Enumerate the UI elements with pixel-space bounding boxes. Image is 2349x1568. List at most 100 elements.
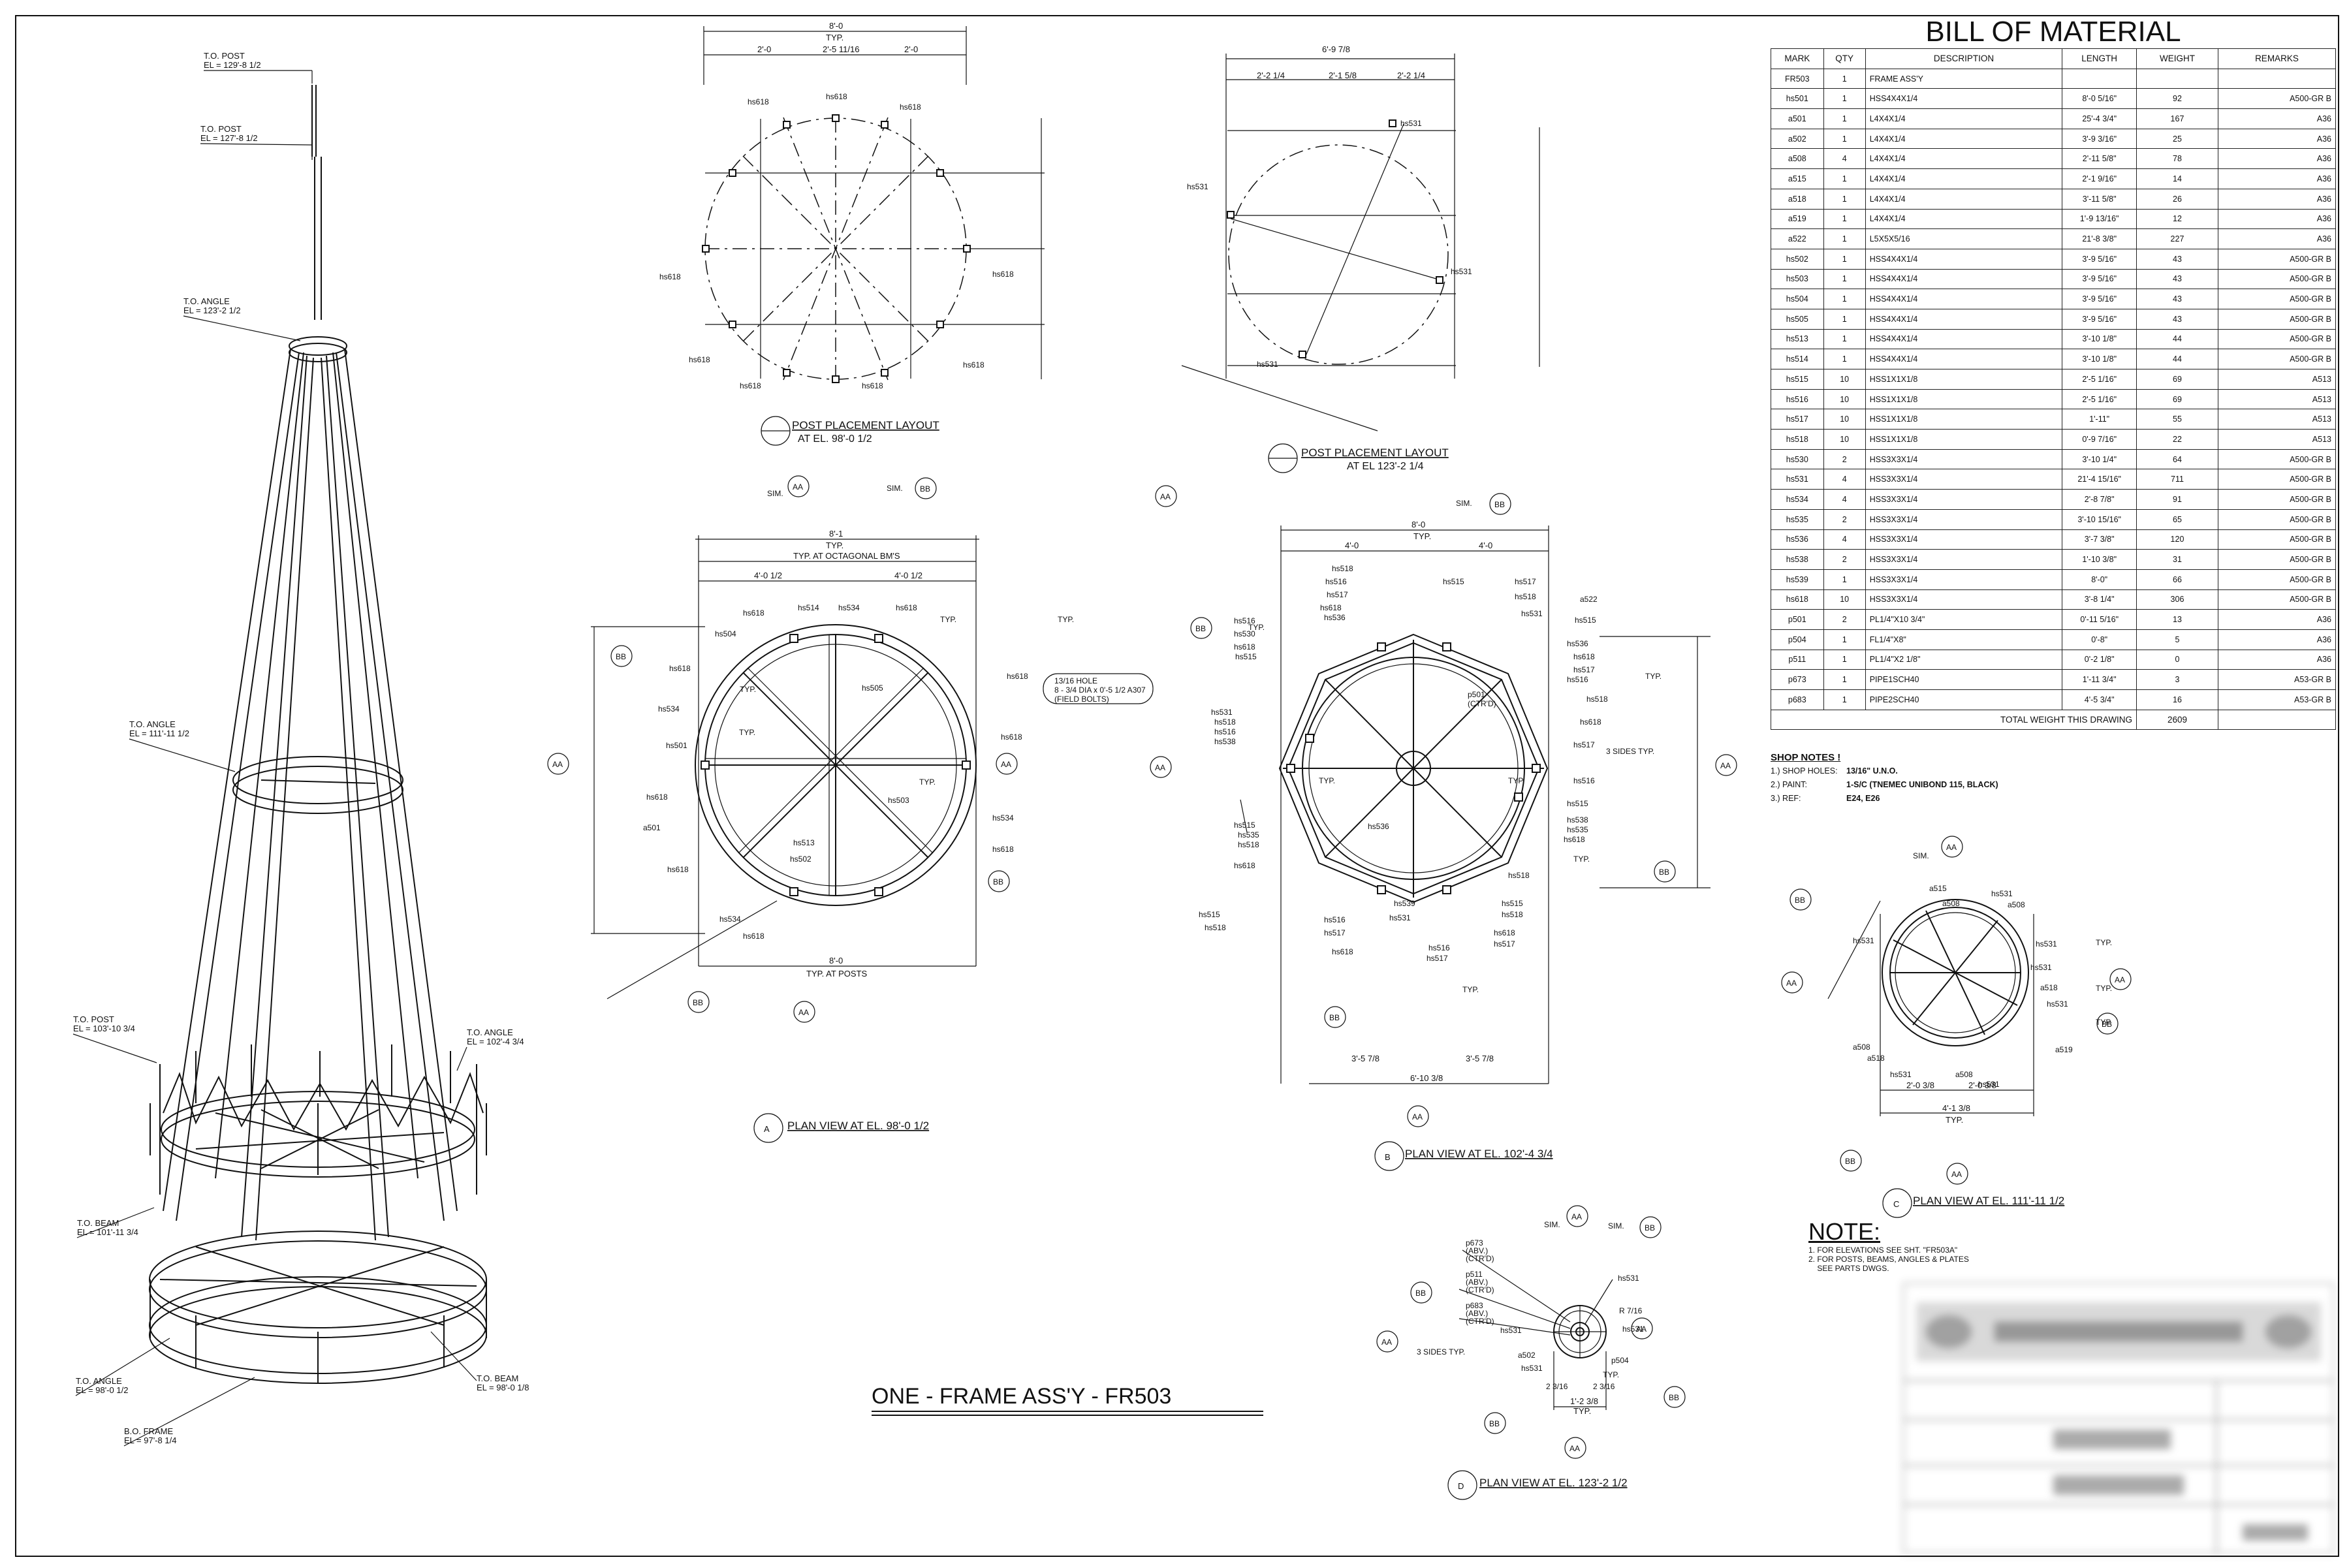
bom-cell: 43	[2136, 268, 2218, 290]
bom-cell: 167	[2136, 108, 2218, 129]
bom-cell: p504	[1771, 629, 1824, 650]
svg-text:4'-1 3/8: 4'-1 3/8	[1942, 1103, 1970, 1113]
iso-label-5a: T.O. POST	[73, 1014, 114, 1024]
svg-text:a522: a522	[1580, 595, 1598, 604]
svg-text:hs516: hs516	[1234, 616, 1255, 625]
svg-text:hs531: hs531	[1389, 913, 1411, 922]
bom-cell: A500-GR B	[2217, 248, 2337, 270]
svg-text:AA: AA	[2115, 975, 2125, 984]
marker-bb-11: BB	[1840, 1150, 1862, 1172]
bom-cell: HSS3X3X1/4	[1865, 489, 2063, 510]
note-line-2: 2. FOR POSTS, BEAMS, ANGLES & PLATES	[1808, 1255, 1969, 1264]
svg-text:TYP.: TYP.	[919, 777, 936, 787]
bom-cell: hs531	[1771, 469, 1824, 490]
svg-text:BB: BB	[920, 484, 930, 494]
svg-text:2 3/16: 2 3/16	[1593, 1382, 1615, 1391]
svg-text:hs539: hs539	[1394, 899, 1415, 908]
svg-text:hs534: hs534	[658, 704, 680, 713]
svg-text:hs531: hs531	[1622, 1325, 1644, 1334]
iso-label-2a: T.O. POST	[200, 124, 242, 134]
bom-cell: hs505	[1771, 308, 1824, 330]
bom-cell: 43	[2136, 248, 2218, 270]
svg-text:a518: a518	[1867, 1054, 1885, 1063]
svg-text:hs618: hs618	[1234, 642, 1255, 651]
svg-text:BB: BB	[1195, 624, 1206, 633]
bom-cell: L5X5X5/16	[1865, 228, 2063, 249]
bom-cell: L4X4X1/4	[1865, 208, 2063, 230]
bom-cell: 2'-5 1/16"	[2062, 388, 2137, 410]
svg-text:a508: a508	[1942, 899, 1960, 908]
bom-cell: 13	[2136, 609, 2218, 630]
iso-label-5b: EL = 103'-10 3/4	[73, 1024, 135, 1033]
bom-cell: 78	[2136, 148, 2218, 170]
svg-text:2'-0: 2'-0	[904, 44, 918, 54]
svg-text:hs518: hs518	[1238, 840, 1259, 849]
svg-text:hs531: hs531	[1187, 182, 1208, 191]
bom-cell: 26	[2136, 188, 2218, 210]
svg-text:hs517: hs517	[1327, 590, 1348, 599]
svg-text:hs618: hs618	[748, 97, 769, 106]
svg-text:4'-0: 4'-0	[1479, 541, 1492, 550]
bom-cell: 3'-8 1/4"	[2062, 589, 2137, 610]
svg-text:a519: a519	[2055, 1045, 2073, 1054]
bom-cell: hs517	[1771, 409, 1824, 430]
pl1-sub: AT EL. 98'-0 1/2	[798, 433, 872, 445]
bom-cell: hs538	[1771, 549, 1824, 570]
note-title: NOTE:	[1808, 1218, 1881, 1245]
bom-cell: 3'-10 15/16"	[2062, 509, 2137, 530]
bom-cell: hs518	[1771, 429, 1824, 450]
svg-text:SIM.: SIM.	[1913, 851, 1929, 860]
bom-cell: 44	[2136, 349, 2218, 369]
plan-d-title: PLAN VIEW AT EL. 123'-2 1/2	[1479, 1477, 1628, 1489]
bom-cell: 3'-10 1/4"	[2062, 448, 2137, 470]
bom-cell: 4	[1823, 469, 1866, 490]
bom-cell: 14	[2136, 168, 2218, 189]
bom-cell: 1	[1823, 188, 1866, 210]
bom-cell: HSS1X1X1/8	[1865, 388, 2063, 410]
marker-aa-15: AA	[1631, 1317, 1653, 1340]
svg-text:hs518: hs518	[1205, 923, 1226, 932]
svg-text:hs618: hs618	[646, 792, 668, 802]
bom-cell: HSS4X4X1/4	[1865, 308, 2063, 330]
bom-cell: 0'-9 7/16"	[2062, 429, 2137, 450]
svg-text:SIM.: SIM.	[887, 484, 903, 493]
marker-aa-7: AA	[1715, 754, 1737, 776]
svg-text:TYP.: TYP.	[2096, 1018, 2112, 1027]
svg-text:hs618: hs618	[743, 608, 765, 618]
svg-text:(ABV.): (ABV.)	[1466, 1278, 1488, 1287]
svg-text:hs534: hs534	[838, 603, 860, 612]
bom-cell: 3'-9 5/16"	[2062, 308, 2137, 330]
bom-cell: PL1/4"X2 1/8"	[1865, 649, 2063, 670]
bom-cell: hs513	[1771, 328, 1824, 350]
bom-cell: A36	[2217, 208, 2337, 230]
bom-cell: 1	[1823, 168, 1866, 189]
svg-text:AA: AA	[798, 1008, 809, 1017]
svg-text:hs517: hs517	[1573, 740, 1595, 749]
bom-cell: 0'-11 5/16"	[2062, 609, 2137, 630]
svg-text:hs531: hs531	[1500, 1326, 1522, 1335]
marker-aa-11: AA	[2109, 968, 2132, 990]
svg-text:hs618: hs618	[826, 92, 847, 101]
svg-text:hs618: hs618	[963, 360, 985, 369]
svg-text:hs513: hs513	[793, 838, 815, 847]
iso-label-1b: EL = 129'-8 1/2	[204, 60, 261, 70]
svg-text:AA: AA	[1160, 492, 1171, 501]
bom-cell: 0'-2 1/8"	[2062, 649, 2137, 670]
bom-cell	[2136, 68, 2218, 89]
svg-text:a508: a508	[1853, 1043, 1870, 1052]
svg-text:BB: BB	[1494, 500, 1505, 509]
svg-text:hs504: hs504	[715, 629, 736, 638]
svg-text:A: A	[764, 1124, 770, 1134]
bom-cell: hs514	[1771, 349, 1824, 369]
bom-cell: PIPE2SCH40	[1865, 689, 2063, 710]
